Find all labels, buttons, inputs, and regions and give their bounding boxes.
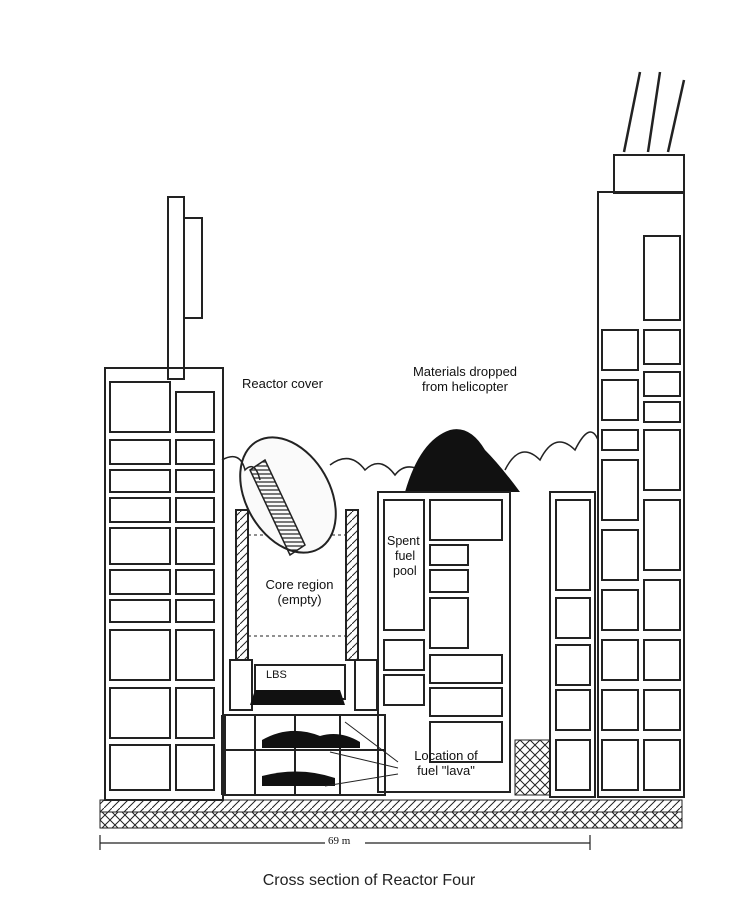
- label-materials-line2: from helicopter: [422, 379, 508, 394]
- scale-label: 69 m: [328, 835, 351, 847]
- label-lbs: LBS: [264, 668, 289, 683]
- fuel-lava: [250, 690, 360, 786]
- label-spent-line1: Spent: [387, 534, 420, 548]
- label-fuel-lava: Location of fuel "lava": [400, 748, 492, 778]
- label-core-line1: Core region: [265, 577, 334, 592]
- label-materials-dropped: Materials dropped from helicopter: [400, 364, 530, 394]
- right-building: [549, 71, 686, 798]
- reactor-cover: [239, 436, 337, 557]
- label-lava-line2: fuel "lava": [417, 763, 475, 778]
- helicopter-materials-mound: [405, 429, 520, 492]
- label-lava-line1: Location of: [414, 748, 478, 763]
- ground-hatching: [99, 799, 683, 829]
- label-spent-fuel-pool: Spent fuel pool: [387, 534, 420, 579]
- reactor-shaft: [221, 509, 386, 796]
- label-materials-line1: Materials dropped: [412, 364, 518, 379]
- label-spent-line3: pool: [393, 564, 417, 578]
- label-core-line2: (empty): [277, 592, 322, 607]
- label-spent-line2: fuel: [395, 549, 416, 563]
- label-core-region: Core region (empty): [252, 577, 347, 607]
- lava-leader-lines: [324, 721, 399, 787]
- scale-bar: [99, 835, 591, 850]
- figure-caption: Cross section of Reactor Four: [262, 872, 476, 889]
- label-reactor-cover: Reactor cover: [242, 376, 323, 391]
- spent-fuel-pool-building: [377, 491, 511, 793]
- reactor-cross-section-diagram: [99, 71, 686, 850]
- left-building: [104, 196, 224, 801]
- debris-pile-right: [514, 739, 551, 796]
- rubble: [221, 431, 599, 481]
